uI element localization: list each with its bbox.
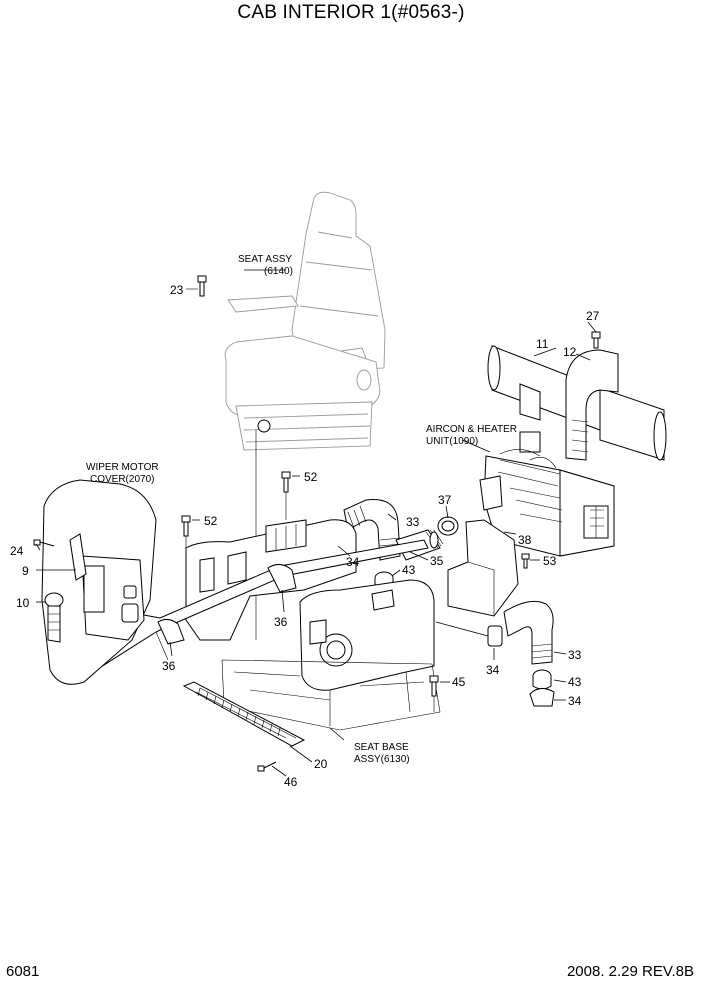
aircon-heater-unit	[479, 431, 615, 557]
note-seat-assy-line2: (6140)	[264, 266, 293, 277]
hose-clamp-37	[437, 516, 459, 536]
callout-20: 20	[314, 757, 328, 771]
callout-34-mid: 34	[486, 663, 500, 677]
callout-33-lower: 33	[568, 648, 582, 662]
callout-34-lower: 34	[568, 694, 582, 708]
callout-9: 9	[22, 564, 29, 578]
callout-46: 46	[284, 775, 298, 789]
air-duct-assembly	[487, 331, 667, 461]
screw-53	[521, 553, 530, 569]
revision-date: 2008. 2.29 REV.8B	[566, 963, 694, 980]
page-number: 6081	[6, 963, 40, 980]
note-aircon-line2: UNIT(1090)	[426, 436, 478, 447]
callout-12: 12	[563, 345, 577, 359]
drain-plug-10	[44, 592, 64, 643]
bolt-52-b	[181, 515, 191, 558]
callout-52-lower: 52	[204, 514, 218, 528]
callout-53: 53	[543, 554, 557, 568]
note-aircon-line1: AIRCON & HEATER	[426, 424, 517, 435]
page-title: CAB INTERIOR 1(#0563-)	[237, 2, 465, 23]
callout-23: 23	[170, 283, 184, 297]
grille-20	[182, 681, 306, 747]
callout-34-upper: 34	[346, 555, 360, 569]
callout-37: 37	[438, 493, 452, 507]
note-seat-base-line2: ASSY(6130)	[354, 754, 410, 765]
wiper-motor-cover	[41, 479, 157, 685]
callout-36-right: 36	[274, 615, 288, 629]
note-seat-base-line1: SEAT BASE	[354, 742, 409, 753]
callout-27: 27	[586, 309, 600, 323]
callout-36-left: 36	[162, 659, 176, 673]
seat-knob-icon	[257, 419, 271, 433]
callout-10: 10	[16, 596, 30, 610]
callout-24: 24	[10, 544, 24, 558]
callout-38: 38	[518, 533, 532, 547]
leader-lines	[35, 269, 597, 777]
note-wiper-cover-line1: WIPER MOTOR	[86, 462, 159, 473]
callout-52-upper: 52	[304, 470, 318, 484]
callout-43-upper: 43	[402, 563, 416, 577]
seat-assembly	[224, 191, 386, 640]
callout-11: 11	[536, 337, 549, 351]
screw-46	[257, 761, 277, 772]
bolt-23	[186, 275, 207, 297]
note-wiper-cover-line2: COVER(2070)	[90, 474, 154, 485]
lower-hose-assembly	[487, 600, 555, 707]
callout-35: 35	[430, 554, 444, 568]
note-seat-assy-line1: SEAT ASSY	[238, 254, 292, 265]
bolt-52-a	[281, 471, 291, 520]
callout-43-lower: 43	[568, 675, 582, 689]
callout-33-upper: 33	[406, 515, 420, 529]
bolt-45	[429, 675, 439, 712]
duct-38	[447, 519, 519, 617]
callout-45: 45	[452, 675, 466, 689]
